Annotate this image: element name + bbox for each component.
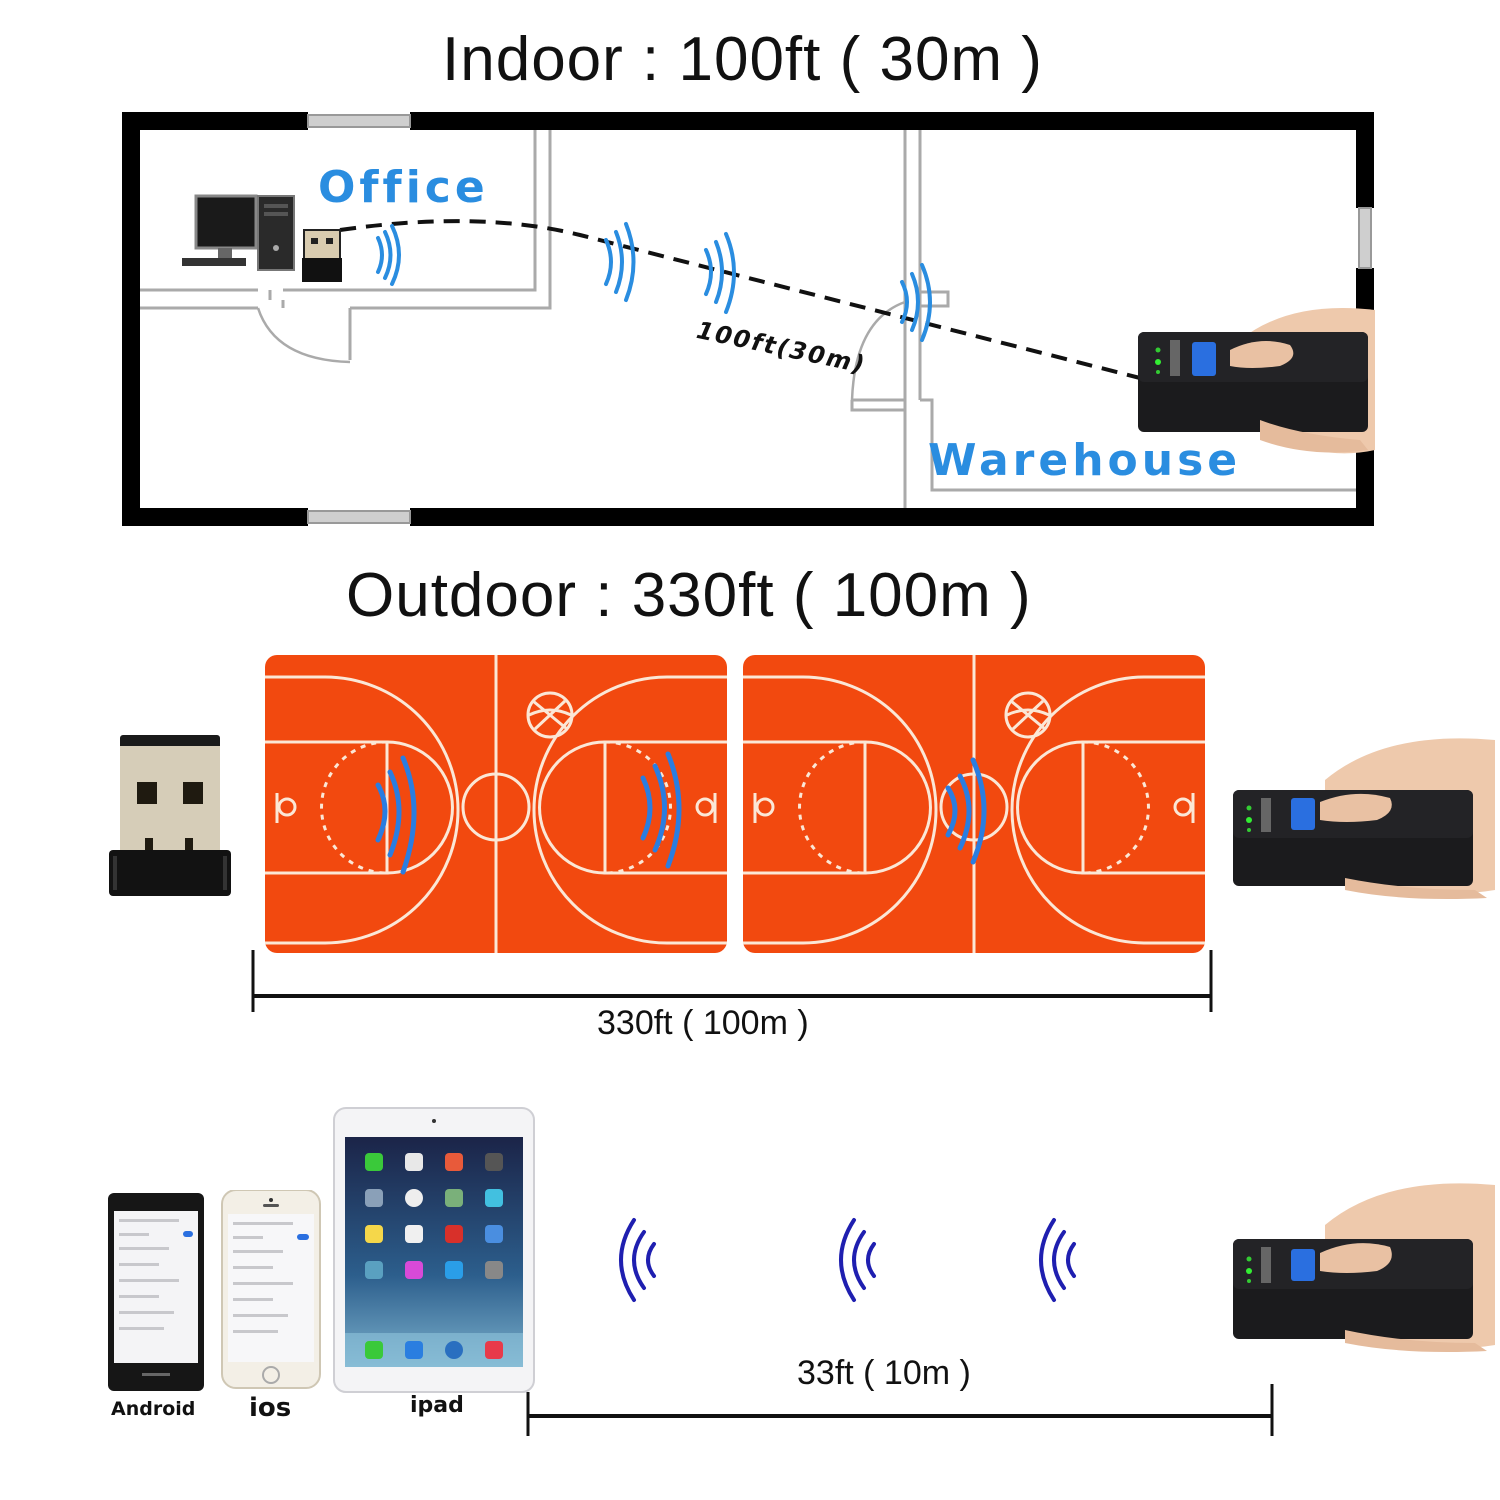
android-phone-icon — [108, 1193, 204, 1391]
signal-wave-icon — [839, 1218, 876, 1302]
outdoor-distance-label: 330ft ( 100m ) — [597, 1004, 809, 1042]
warehouse-label: Warehouse — [928, 435, 1242, 486]
office-label: Office — [318, 162, 489, 213]
barcode-scanner-in-hand-icon — [1138, 308, 1375, 454]
ipad-icon — [333, 1107, 535, 1393]
barcode-scanner-in-hand-icon — [1233, 1183, 1495, 1352]
bluetooth-signal-waves — [619, 1218, 1076, 1302]
usb-receiver-icon — [109, 735, 231, 896]
bluetooth-distance-bar — [526, 1384, 1274, 1436]
signal-wave-icon — [1039, 1218, 1076, 1302]
iphone-icon — [221, 1190, 321, 1389]
device-label-ipad: ipad — [410, 1393, 464, 1418]
desktop-computer-icon — [182, 194, 295, 271]
indoor-title: Indoor : 100ft ( 30m ) — [442, 25, 1043, 94]
basketball-courts — [263, 653, 1207, 955]
barcode-scanner-in-hand-icon — [1233, 738, 1495, 899]
outdoor-title: Outdoor : 330ft ( 100m ) — [346, 561, 1032, 630]
usb-dongle-icon — [302, 229, 342, 282]
device-label-android: Android — [111, 1398, 196, 1420]
outdoor-distance-bar — [251, 950, 1213, 1012]
signal-wave-icon — [619, 1218, 656, 1302]
bluetooth-distance-label: 33ft ( 10m ) — [797, 1354, 971, 1392]
device-label-ios: ios — [249, 1393, 292, 1423]
